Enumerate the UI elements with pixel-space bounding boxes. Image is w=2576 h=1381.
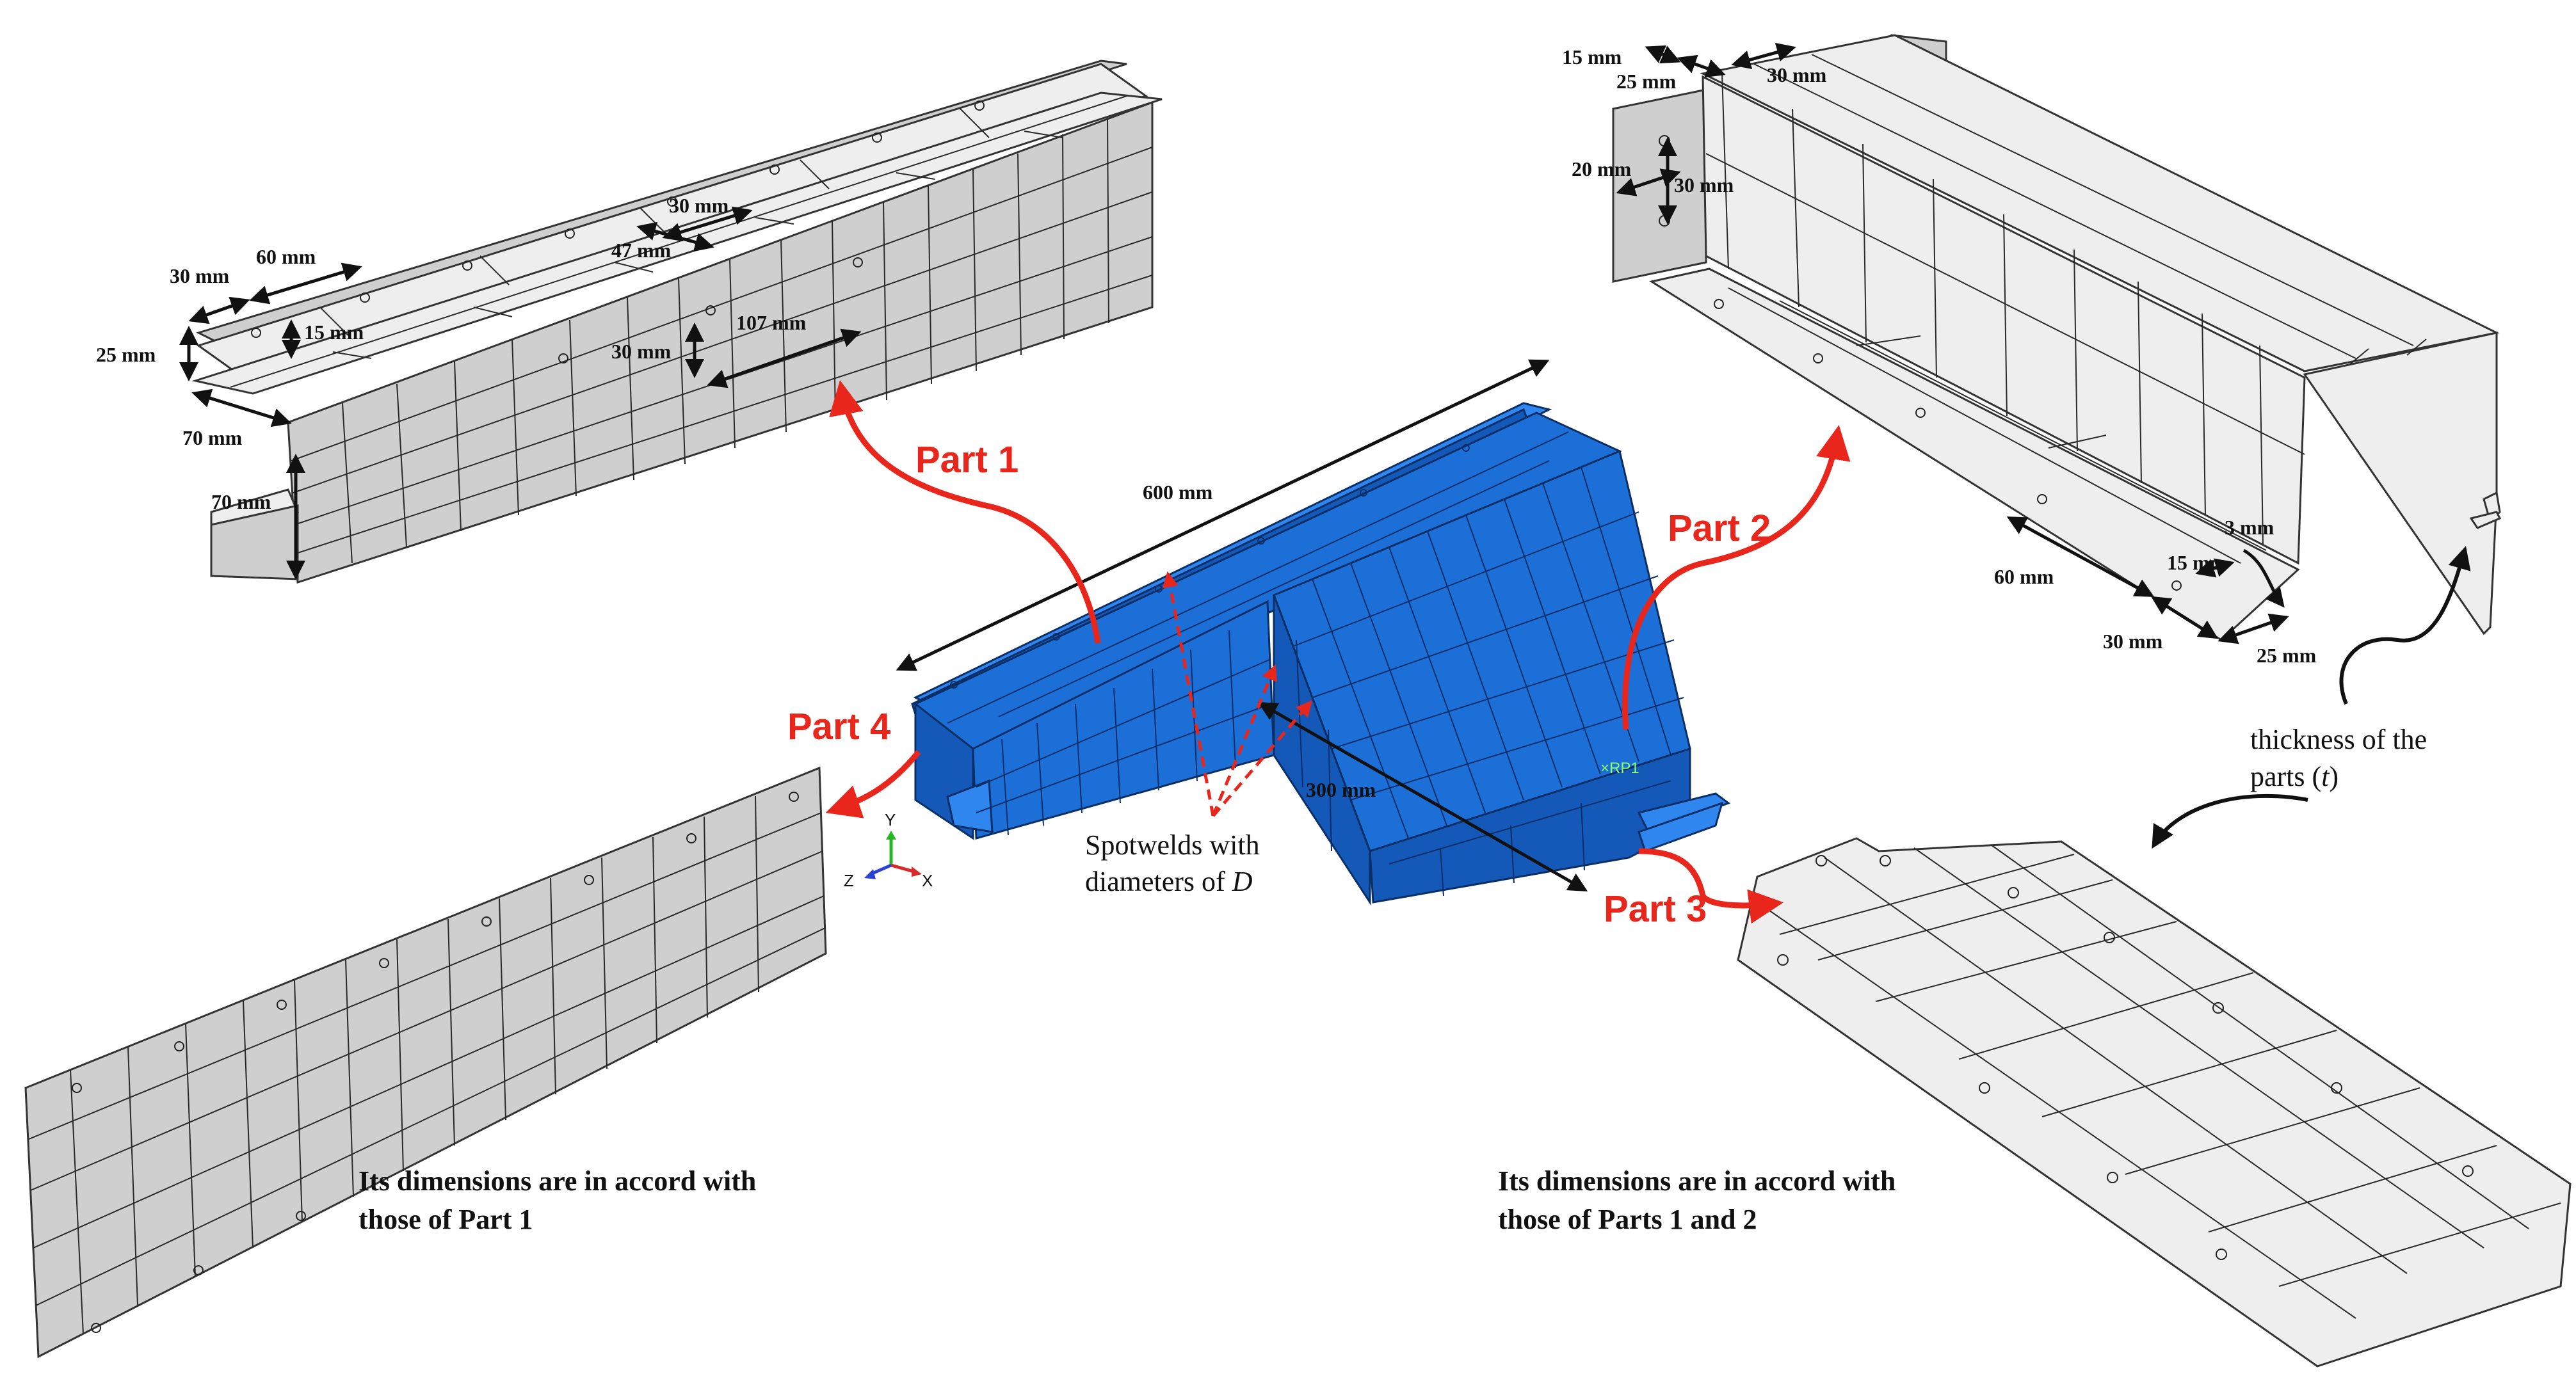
axis-z-label: Z (844, 871, 854, 890)
part-labels: Part 1 Part 2 Part 3 Part 4 (787, 439, 1771, 930)
p2-dim-25: 25 mm (1616, 70, 1677, 93)
p2-dim-15: 15 mm (1562, 45, 1622, 68)
p1-dim-15: 15 mm (304, 321, 364, 344)
p1-dim-47: 47 mm (611, 239, 672, 262)
thickness-callout: thickness of the parts (t) (2152, 546, 2471, 849)
part4-note-line1: Its dimensions are in accord with (358, 1165, 756, 1197)
thickness-line2a: parts ( (2250, 761, 2321, 792)
thickness-symbol: t (2321, 761, 2330, 792)
part4-model (24, 766, 827, 1359)
spotweld-symbol: D (1232, 866, 1253, 897)
notes: Its dimensions are in accord with those … (358, 1165, 1896, 1235)
part1-label: Part 1 (915, 439, 1018, 481)
axis-x-label: X (922, 871, 933, 890)
p2-dim-20: 20 mm (1572, 157, 1632, 180)
assembly-model: ×RP1 (911, 402, 1731, 906)
rp1-label: ×RP1 (1600, 760, 1639, 777)
p1-dim-25: 25 mm (96, 343, 156, 366)
part4-note-line2: those of Part 1 (358, 1204, 533, 1235)
axis-y-label: Y (885, 810, 896, 829)
part1-dimensions (179, 206, 862, 580)
part4-label: Part 4 (787, 706, 890, 747)
spotweld-label-line2: diameters of D (1085, 866, 1253, 897)
spotweld-label-text: diameters of (1085, 866, 1232, 897)
part3-note-line1: Its dimensions are in accord with (1498, 1165, 1896, 1197)
part-arrows (825, 380, 1851, 924)
part2-label: Part 2 (1668, 507, 1771, 549)
p1-dim-30a: 30 mm (170, 264, 230, 287)
assembly-dimensions (896, 359, 1588, 891)
rp1-text: RP1 (1609, 760, 1639, 777)
thickness-line2c: ) (2329, 761, 2339, 792)
part2-dimensions (1616, 42, 2289, 644)
p2-dim-30c: 30 mm (2103, 630, 2163, 653)
p1-dim-60: 60 mm (256, 245, 316, 268)
p2-dim-30a: 30 mm (1767, 63, 1827, 86)
axis-triad: Y Z X (844, 810, 933, 890)
thickness-line1: thickness of the (2250, 724, 2427, 755)
part2-dimension-labels: 15 mm 25 mm 30 mm 20 mm 30 mm 3 mm 60 mm… (1562, 45, 2317, 667)
p1-dim-30b: 30 mm (669, 194, 729, 217)
p2-dim-15b: 15 mm (2167, 551, 2227, 574)
p2-dim-25b: 25 mm (2257, 644, 2317, 667)
p2-dim-3: 3 mm (2225, 516, 2274, 539)
p1-dim-30c: 30 mm (611, 340, 672, 363)
p2-dim-30b: 30 mm (1674, 173, 1734, 196)
p1-dim-107: 107 mm (736, 311, 807, 334)
spotweld-label-line1: Spotwelds with (1085, 829, 1260, 861)
p2-dim-60: 60 mm (1994, 565, 2054, 588)
part3-label: Part 3 (1604, 888, 1707, 930)
part1-dimension-labels: 30 mm 60 mm 30 mm 47 mm 15 mm 25 mm 107 … (96, 194, 807, 513)
part3-model (1737, 837, 2572, 1368)
spotweld-pointers (1162, 571, 1312, 817)
p1-dim-70a: 70 mm (182, 426, 243, 449)
p1-dim-70b: 70 mm (211, 490, 271, 513)
dim-600mm: 600 mm (1143, 481, 1213, 504)
dim-300mm: 300 mm (1306, 778, 1376, 801)
part3-note-line2: those of Parts 1 and 2 (1498, 1204, 1757, 1235)
thickness-line2: parts (t) (2250, 761, 2339, 792)
